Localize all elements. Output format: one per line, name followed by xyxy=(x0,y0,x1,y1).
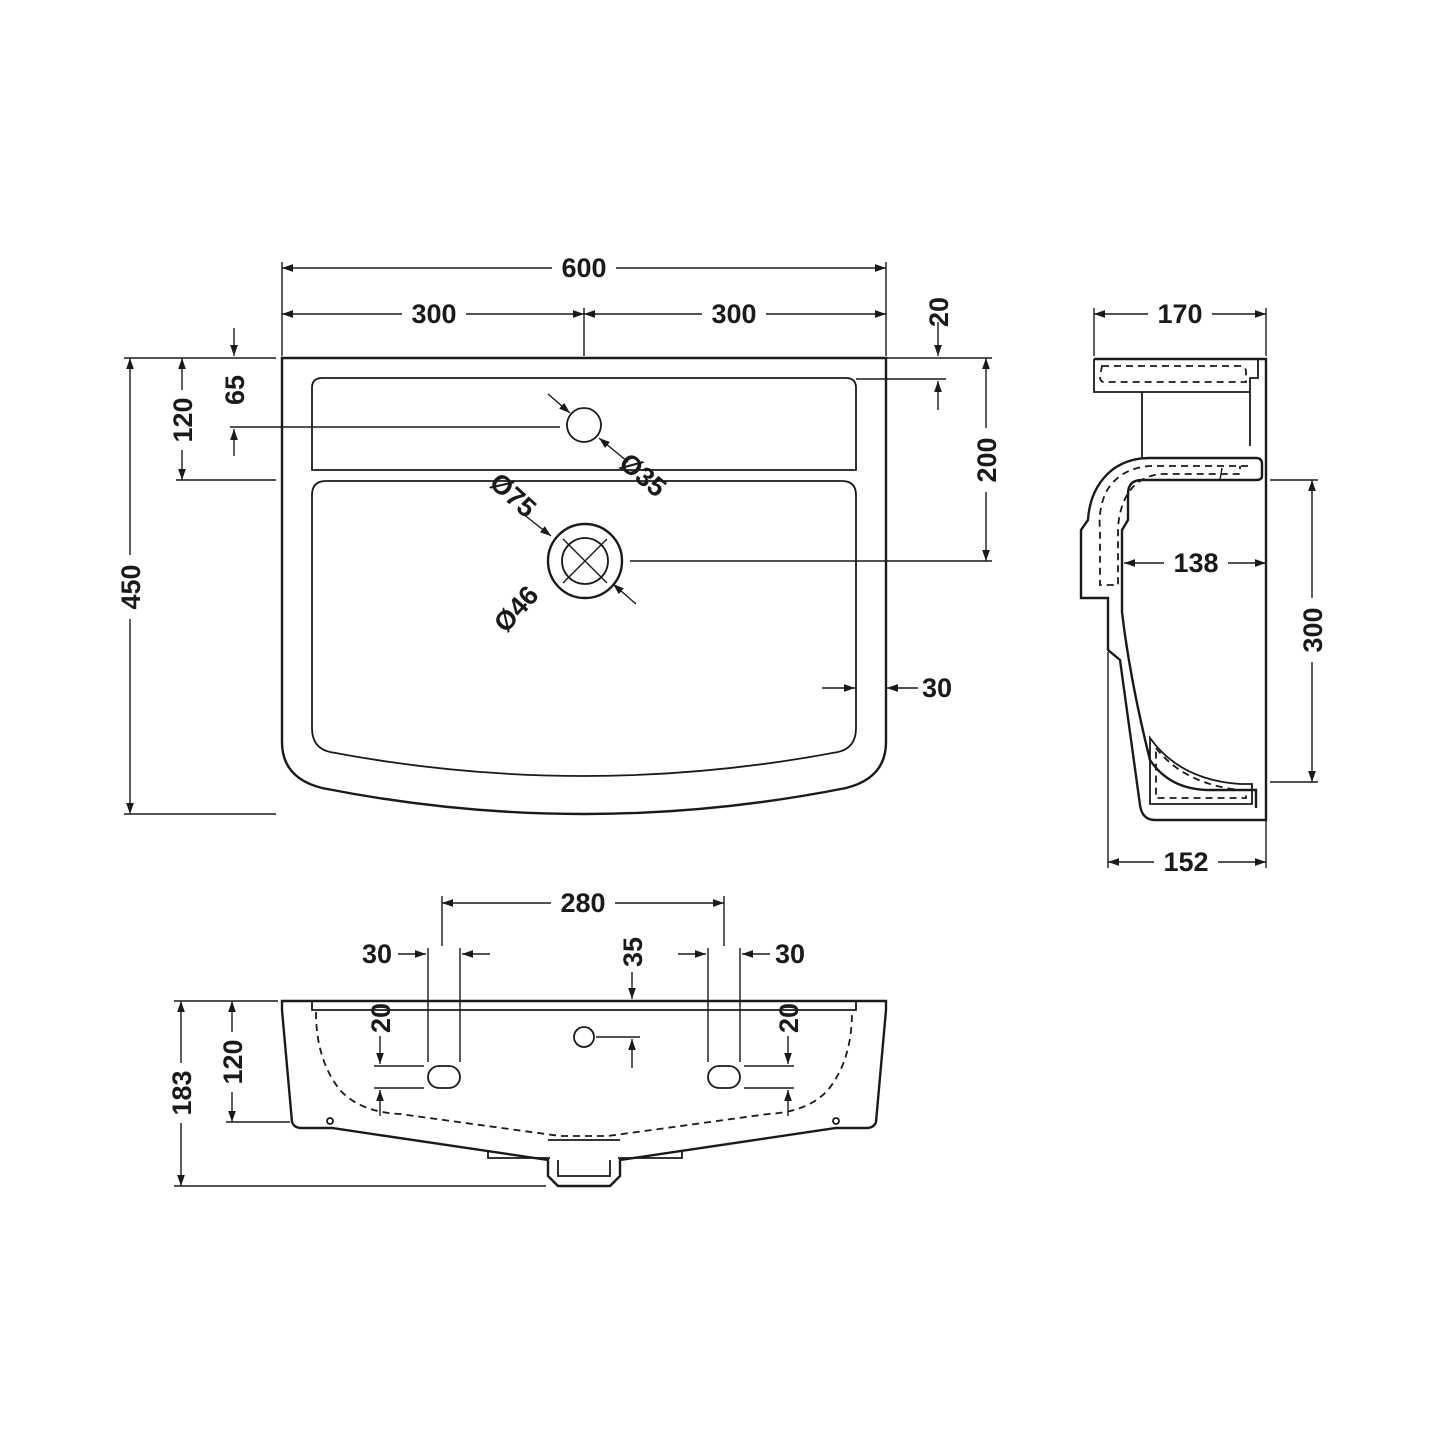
plan-extension-lines xyxy=(124,262,992,815)
rear-overflow-hole xyxy=(573,1026,595,1048)
label-projection: 138 xyxy=(1173,548,1218,578)
label-overflow-offset: 35 xyxy=(618,937,648,967)
label-tap-hole-diameter: Ø35 xyxy=(614,447,672,503)
rear-base-lip xyxy=(487,1150,683,1159)
rear-waste-outlet xyxy=(548,1139,620,1177)
waste-inner xyxy=(561,537,609,585)
plan-view: 600 300 300 20 65 120 450 200 Ø35 xyxy=(114,250,1004,816)
side-bowl-floor xyxy=(1149,735,1253,805)
side-view: 170 138 300 152 xyxy=(1079,296,1330,878)
rear-fixing-dot-right xyxy=(832,1117,840,1125)
side-inner-flange xyxy=(1099,365,1247,383)
side-top-flange xyxy=(1093,359,1259,393)
label-fixing-spacing: 280 xyxy=(560,888,605,918)
label-waste-inner-diameter: Ø46 xyxy=(488,580,544,638)
label-fixing-right-height: 20 xyxy=(774,1003,804,1033)
basin-outline xyxy=(280,356,888,816)
label-top-depth: 170 xyxy=(1157,299,1202,329)
label-overall-height: 183 xyxy=(167,1070,197,1115)
leader-tap-hole xyxy=(547,393,571,414)
label-fixing-right-width: 30 xyxy=(775,939,805,969)
waste-cross-2 xyxy=(562,538,608,584)
rear-rim-top xyxy=(311,1001,857,1011)
side-drain-line xyxy=(1219,467,1223,481)
bowl-outline xyxy=(311,480,857,777)
label-overall-width: 600 xyxy=(561,253,606,283)
label-half-left: 300 xyxy=(411,299,456,329)
rear-extension-lines xyxy=(174,896,794,1187)
label-fixing-left-width: 30 xyxy=(362,939,392,969)
rear-fixing-dot-left xyxy=(326,1117,334,1125)
label-fixing-left-height: 20 xyxy=(366,1003,396,1033)
rear-bowl-dashed xyxy=(315,1011,853,1137)
label-waste-outer-diameter: Ø75 xyxy=(484,467,542,523)
label-half-right: 300 xyxy=(711,299,756,329)
label-height: 300 xyxy=(1298,607,1328,652)
rear-fixing-slot-left xyxy=(427,1065,461,1089)
rear-outline xyxy=(280,999,888,1188)
side-bowl-floor-dashed xyxy=(1155,745,1247,799)
side-profile-outline xyxy=(1079,357,1268,822)
label-waste-position: 200 xyxy=(972,437,1002,482)
label-base-depth: 152 xyxy=(1163,847,1208,877)
side-bowl-dashed xyxy=(1098,465,1248,586)
label-rim-thickness: 30 xyxy=(922,673,952,703)
waste-outer xyxy=(546,522,624,600)
label-fixing-height-from-top: 120 xyxy=(218,1039,248,1084)
leader-waste xyxy=(517,509,552,537)
rear-view: 280 30 30 35 20 20 120 183 xyxy=(165,885,888,1188)
label-tap-offset: 65 xyxy=(220,375,250,405)
label-shelf-depth: 120 xyxy=(168,397,198,442)
rear-fixing-slot-right xyxy=(707,1065,741,1089)
label-rim-offset: 20 xyxy=(924,297,954,327)
shelf-outline xyxy=(311,377,857,471)
label-overall-depth: 450 xyxy=(116,564,146,609)
tap-hole xyxy=(566,407,602,443)
